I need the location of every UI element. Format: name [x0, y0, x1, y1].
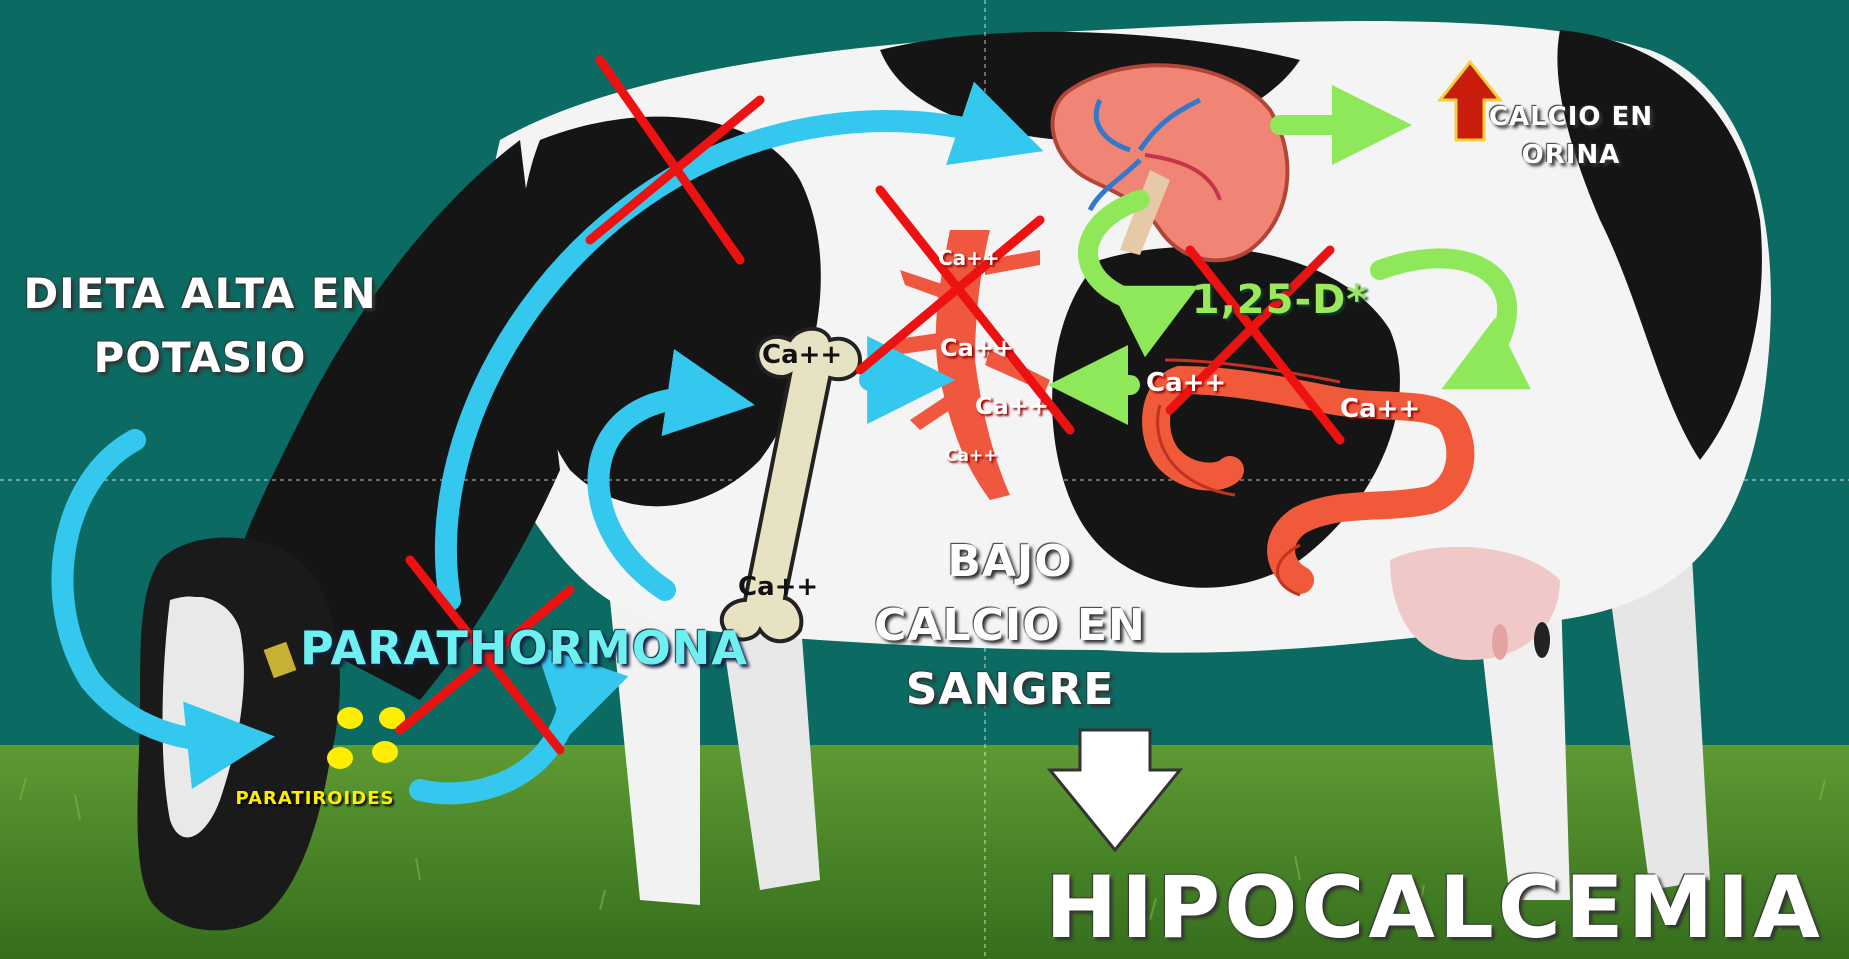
vitamin-d-label: 1,25-D*: [1180, 272, 1380, 328]
ca-tag-blood-3: Ca++: [975, 392, 1049, 420]
ca-tag-blood-2: Ca++: [940, 334, 1014, 362]
parathormone-label: PARATHORMONA: [300, 618, 700, 678]
ca-tag-blood-4: Ca++: [945, 446, 997, 466]
ca-tag-gut-left: Ca++: [1146, 368, 1226, 398]
low-blood-calcium-label: BAJO CALCIO EN SANGRE: [840, 530, 1180, 722]
parathyroid-label: PARATIROIDES: [230, 788, 400, 810]
diet-label: DIETA ALTA EN POTASIO: [0, 262, 400, 390]
ca-tag-blood-1: Ca++: [938, 246, 1000, 270]
ca-tag-gut-right: Ca++: [1340, 394, 1420, 424]
ca-tag-bone-bottom: Ca++: [738, 572, 818, 602]
ca-tag-bone-top: Ca++: [762, 340, 842, 370]
cow-ear: [158, 553, 242, 597]
cow-teat: [1492, 624, 1508, 660]
cow-teat-2: [1534, 622, 1550, 658]
hypocalcemia-label: HIPOCALCEMIA: [1020, 858, 1849, 958]
urine-calcium-label: CALCIO EN ORINA: [1476, 98, 1666, 174]
